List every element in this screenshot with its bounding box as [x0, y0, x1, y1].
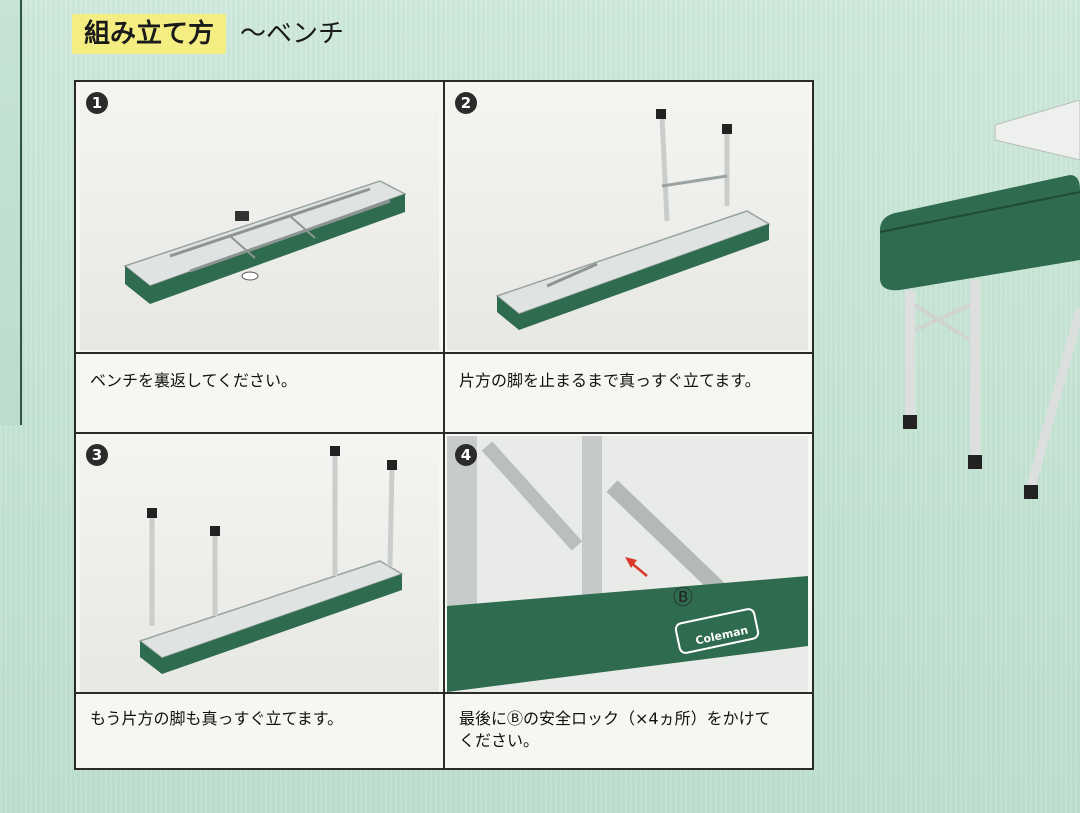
bench-flipped-illustration [123, 180, 407, 304]
grid-divider-middle [76, 432, 812, 434]
grid-divider-vertical [443, 82, 445, 768]
step-2-caption: 片方の脚を止まるまで真っすぐ立てます。 [459, 371, 761, 390]
step-4-cell: Ⓑ Coleman 4 最後にⒷの安全ロック（×4ヵ所）をかけて ください。 [445, 434, 812, 768]
section-subtitle: 〜ベンチ [240, 19, 345, 49]
step-1-caption: ベンチを裏返してください。 [90, 371, 298, 390]
adjacent-panel-edge [0, 0, 22, 425]
step-3-number-icon: 3 [86, 444, 108, 466]
step-2-photo [447, 86, 808, 350]
grid-divider-photo2 [76, 692, 812, 694]
step-4-caption: 最後にⒷの安全ロック（×4ヵ所）をかけて ください。 [445, 708, 812, 752]
step-4-photo: Ⓑ Coleman [447, 436, 808, 692]
step-2-number-icon: 2 [455, 92, 477, 114]
instruction-grid: 1 ベンチを裏返してください。 2 片方の脚を止まるまで真っすぐ立てます。 [74, 80, 814, 770]
safety-lock-closeup-illustration [447, 436, 808, 692]
step-4-number-icon: 4 [455, 444, 477, 466]
grid-divider-photo1 [76, 352, 812, 354]
step-4-caption-line2: ください。 [459, 731, 540, 750]
step-3-photo [80, 436, 439, 692]
bench-one-leg-up-illustration [495, 109, 771, 330]
step-1-number-icon: 1 [86, 92, 108, 114]
bench-both-legs-up-illustration [138, 446, 404, 674]
step-4-caption-line1: 最後にⒷの安全ロック（×4ヵ所）をかけて [459, 709, 771, 728]
section-title: 組み立て方 [72, 14, 227, 54]
header: 組み立て方 〜ベンチ [72, 14, 344, 54]
bench-illustration [879, 99, 1080, 499]
step-1-photo [80, 86, 439, 350]
step-2-cell: 2 片方の脚を止まるまで真っすぐ立てます。 [445, 82, 812, 432]
lock-b-label: Ⓑ [673, 585, 693, 609]
step-3-caption: もう片方の脚も真っすぐ立てます。 [90, 709, 344, 728]
step-1-cell: 1 ベンチを裏返してください。 [76, 82, 443, 432]
assembled-bench-photo [870, 99, 1080, 520]
step-3-cell: 3 もう片方の脚も真っすぐ立てます。 [76, 434, 443, 768]
